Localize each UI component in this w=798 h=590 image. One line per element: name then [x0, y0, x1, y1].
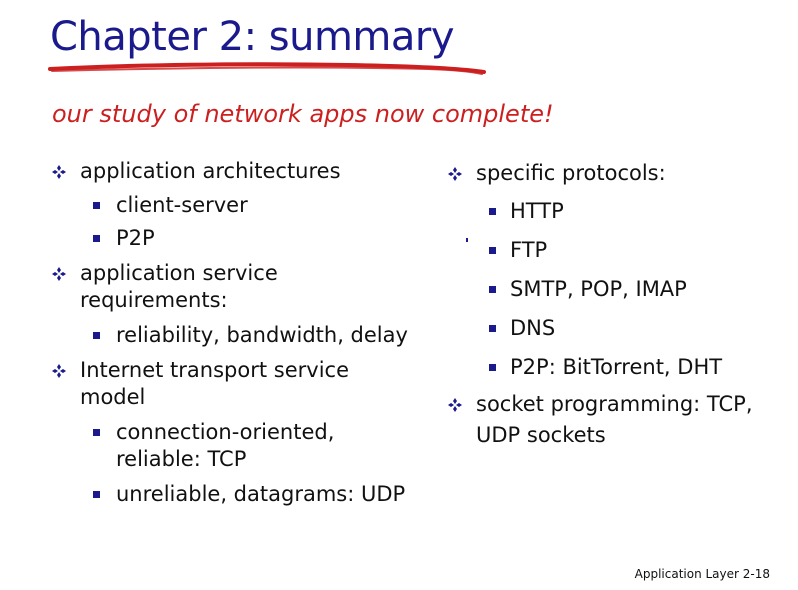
sub-bullet-text: FTP — [510, 238, 548, 262]
four-diamond-bullet-icon — [52, 267, 66, 281]
bullet-text-line2: requirements: — [80, 288, 228, 312]
sub-bullet-text-line1: connection-oriented, — [116, 420, 335, 444]
sub-bullet-text-line2: reliable: TCP — [116, 447, 247, 471]
square-bullet-icon — [93, 235, 100, 242]
sub-bullet-text: P2P: BitTorrent, DHT — [510, 355, 723, 379]
square-bullet-icon — [93, 202, 100, 209]
sub-bullet-text: reliability, bandwidth, delay — [116, 323, 408, 347]
square-bullet-icon — [93, 332, 100, 339]
sub-bullet-reliability: reliability, bandwidth, delay — [50, 322, 430, 349]
square-bullet-icon — [93, 491, 100, 498]
sub-bullet-text: client-server — [116, 193, 248, 217]
bullet-text-line1: application service — [80, 261, 278, 285]
bullet-text-line2: model — [80, 385, 146, 409]
sub-bullet-p2p-bittorrent-dht: P2P: BitTorrent, DHT — [446, 354, 791, 381]
sub-bullet-text: HTTP — [510, 199, 564, 223]
sub-bullet-http: HTTP — [446, 198, 791, 225]
four-diamond-bullet-icon — [52, 165, 66, 179]
sub-bullet-unreliable-datagrams: unreliable, datagrams: UDP — [50, 481, 430, 508]
bullet-application-architectures: application architectures — [50, 158, 430, 185]
bullet-socket-programming: socket programming: TCP, UDP sockets — [446, 391, 791, 449]
sub-bullet-ftp: FTP — [446, 237, 791, 264]
square-bullet-icon — [489, 208, 496, 215]
left-column: application architectures client-server … — [50, 158, 430, 508]
sub-bullet-p2p: P2P — [50, 225, 430, 252]
stray-mark — [466, 238, 468, 242]
square-bullet-icon — [489, 325, 496, 332]
slide-subtitle: our study of network apps now complete! — [52, 100, 554, 128]
slide-footer: Application Layer 2-18 — [634, 567, 770, 581]
square-bullet-icon — [93, 429, 100, 436]
bullet-text-line2: UDP sockets — [476, 423, 606, 447]
sub-bullet-text: P2P — [116, 226, 155, 250]
bullet-internet-transport-service-model: Internet transport service model — [50, 357, 430, 411]
bullet-specific-protocols: specific protocols: — [446, 160, 791, 187]
sub-bullet-text: unreliable, datagrams: UDP — [116, 482, 406, 506]
sub-bullet-dns: DNS — [446, 315, 791, 342]
sub-bullet-connection-oriented: connection-oriented, reliable: TCP — [50, 419, 430, 473]
four-diamond-bullet-icon — [448, 167, 462, 181]
bullet-text-line1: socket programming: TCP, — [476, 392, 753, 416]
sub-bullet-client-server: client-server — [50, 192, 430, 219]
slide-title: Chapter 2: summary — [50, 14, 455, 60]
four-diamond-bullet-icon — [52, 364, 66, 378]
sub-bullet-text: SMTP, POP, IMAP — [510, 277, 687, 301]
sub-bullet-smtp-pop-imap: SMTP, POP, IMAP — [446, 276, 791, 303]
bullet-application-service-requirements: application service requirements: — [50, 260, 430, 314]
bullet-text: application architectures — [80, 159, 341, 183]
four-diamond-bullet-icon — [448, 398, 462, 412]
title-underline — [48, 62, 486, 75]
sub-bullet-text: DNS — [510, 316, 556, 340]
right-column: specific protocols: HTTP FTP SMTP, POP, … — [446, 160, 791, 449]
square-bullet-icon — [489, 364, 496, 371]
bullet-text-line1: Internet transport service — [80, 358, 349, 382]
square-bullet-icon — [489, 286, 496, 293]
square-bullet-icon — [489, 247, 496, 254]
bullet-text: specific protocols: — [476, 161, 666, 185]
